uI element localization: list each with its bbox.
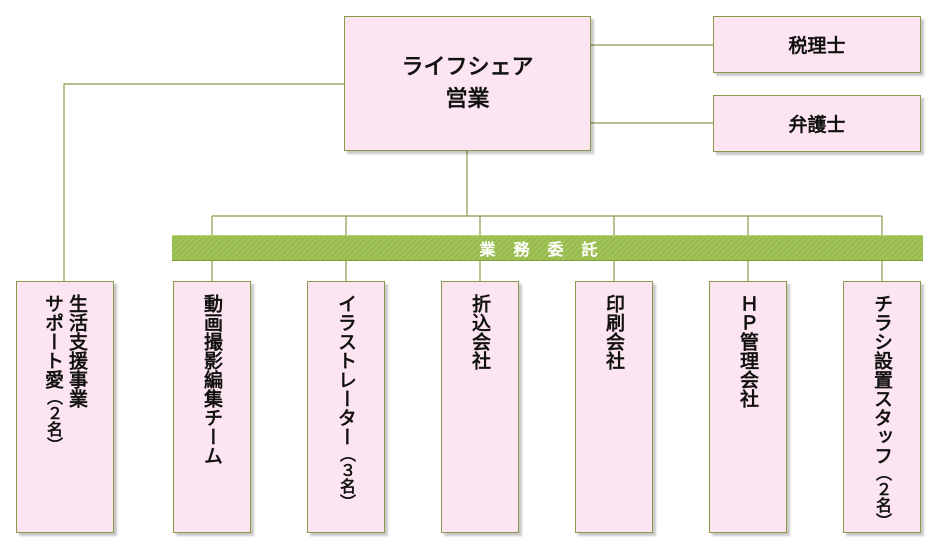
main-node-line1: ライフシェア [401, 54, 534, 80]
flyer-staff-label: チラシ設置スタッフ [871, 294, 893, 465]
hp-management-node: ＨＰ管理会社 [709, 281, 787, 533]
illustrator-node: イラストレーター（３名） [307, 281, 385, 533]
flyer-staff-count: （２名） [873, 465, 892, 529]
illustrator-count: （３名） [337, 446, 356, 510]
outsourcing-label: 業務委託 [479, 240, 616, 259]
folding-company-label: 折込会社 [469, 294, 491, 370]
lawyer-node: 弁護士 [713, 95, 921, 152]
support-line1: 生活支援事業 [66, 294, 88, 408]
video-team-node: 動画撮影編集チーム [173, 281, 251, 533]
support-count: （２名） [44, 389, 63, 453]
printing-company-label: 印刷会社 [603, 294, 625, 370]
main-node-line2: 営業 [445, 86, 490, 112]
lawyer-label: 弁護士 [788, 114, 846, 136]
support-line2: サポート愛 [42, 294, 64, 389]
folding-company-node: 折込会社 [441, 281, 519, 533]
hp-management-label: ＨＰ管理会社 [737, 294, 759, 408]
outsourcing-band: 業務委託 [172, 235, 923, 261]
printing-company-node: 印刷会社 [575, 281, 653, 533]
main-node-lifeshare-sales: ライフシェア 営業 [344, 16, 591, 151]
video-team-label: 動画撮影編集チーム [201, 294, 223, 465]
tax-accountant-node: 税理士 [713, 16, 921, 73]
flyer-staff-node: チラシ設置スタッフ（２名） [843, 281, 921, 533]
flyer-staff-text: チラシ設置スタッフ（２名） [870, 294, 894, 532]
support-node: 生活支援事業 サポート愛（２名） [16, 281, 114, 533]
tax-accountant-label: 税理士 [788, 35, 846, 57]
support-text: 生活支援事業 サポート愛（２名） [41, 294, 89, 532]
illustrator-text: イラストレーター（３名） [334, 294, 358, 532]
illustrator-label: イラストレーター [335, 294, 357, 446]
